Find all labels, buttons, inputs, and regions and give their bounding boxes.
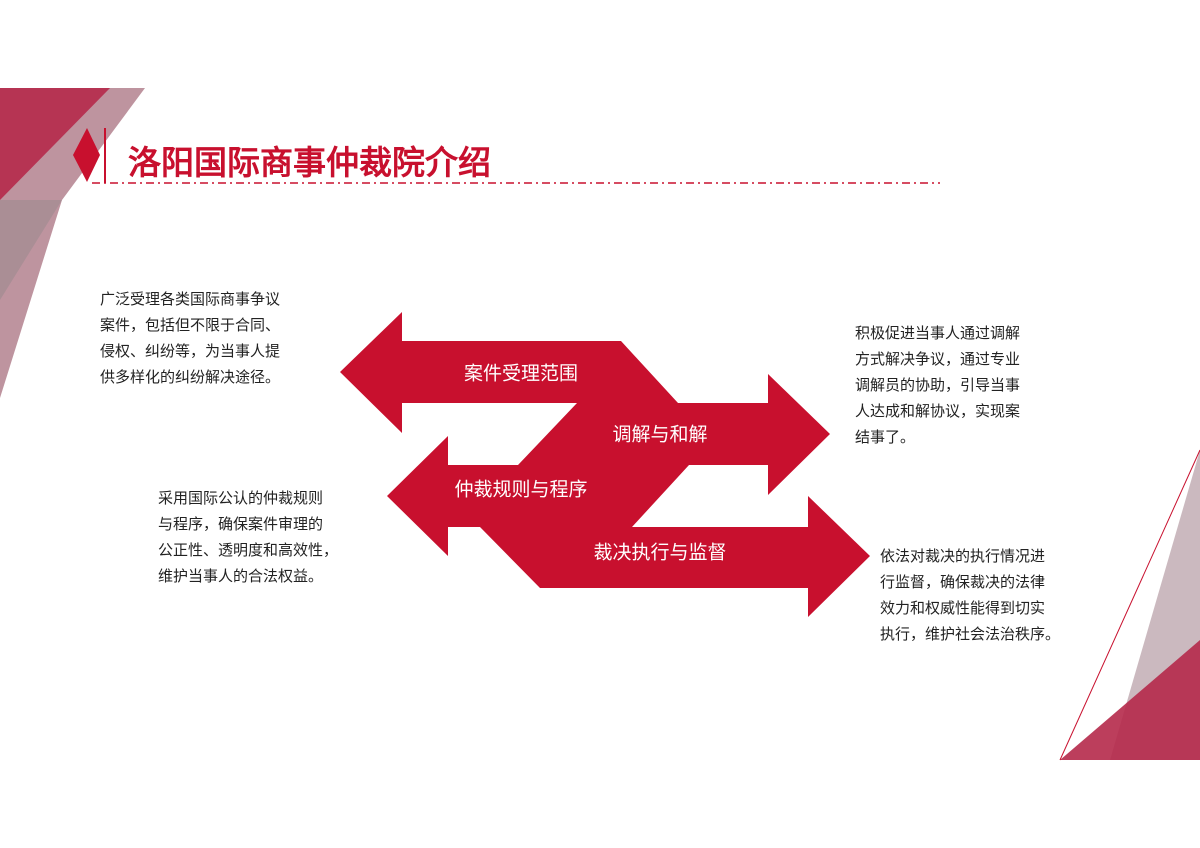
text-line: 结事了。 (855, 428, 916, 446)
text-line: 侵权、纠纷等，为当事人提 (100, 342, 281, 360)
text-line: 积极促进当事人通过调解 (855, 324, 1021, 342)
text-line: 行监督，确保裁决的法律 (880, 573, 1046, 591)
text-line: 人达成和解协议，实现案 (855, 402, 1021, 420)
zigzag-arrows-shape (340, 312, 870, 617)
arrow-label-rules: 仲裁规则与程序 (454, 478, 588, 501)
description-mediation: 积极促进当事人通过调解 方式解决争议，通过专业 调解员的协助，引导当事 人达成和… (855, 320, 1020, 450)
text-line: 广泛受理各类国际商事争议 (100, 290, 281, 308)
arrow-label-enforcement: 裁决执行与监督 (593, 541, 727, 564)
text-line: 采用国际公认的仲裁规则 (158, 489, 324, 507)
description-case-scope: 广泛受理各类国际商事争议 案件，包括但不限于合同、 侵权、纠纷等，为当事人提 供… (100, 286, 280, 390)
arrow-label-case-scope: 案件受理范围 (463, 362, 579, 385)
page-title: 洛阳国际商事仲裁院介绍 (128, 143, 491, 182)
arrow-label-mediation: 调解与和解 (612, 423, 708, 446)
text-line: 与程序，确保案件审理的 (158, 515, 324, 533)
text-line: 案件，包括但不限于合同、 (100, 316, 281, 334)
text-line: 调解员的协助，引导当事 (855, 376, 1021, 394)
corner-decoration-top-left (0, 88, 145, 398)
corner-decoration-bottom-right (1059, 449, 1200, 761)
text-line: 公正性、透明度和高效性， (158, 541, 339, 559)
text-line: 供多样化的纠纷解决途径。 (100, 368, 281, 386)
description-rules: 采用国际公认的仲裁规则 与程序，确保案件审理的 公正性、透明度和高效性， 维护当… (158, 485, 338, 589)
text-line: 效力和权威性能得到切实 (880, 599, 1046, 617)
text-line: 方式解决争议，通过专业 (855, 350, 1021, 368)
text-line: 维护当事人的合法权益。 (158, 567, 324, 585)
description-enforcement: 依法对裁决的执行情况进 行监督，确保裁决的法律 效力和权威性能得到切实 执行，维… (880, 543, 1060, 647)
title-diamond-icon (73, 128, 106, 183)
text-line: 依法对裁决的执行情况进 (880, 547, 1046, 565)
text-line: 执行，维护社会法治秩序。 (880, 625, 1061, 643)
